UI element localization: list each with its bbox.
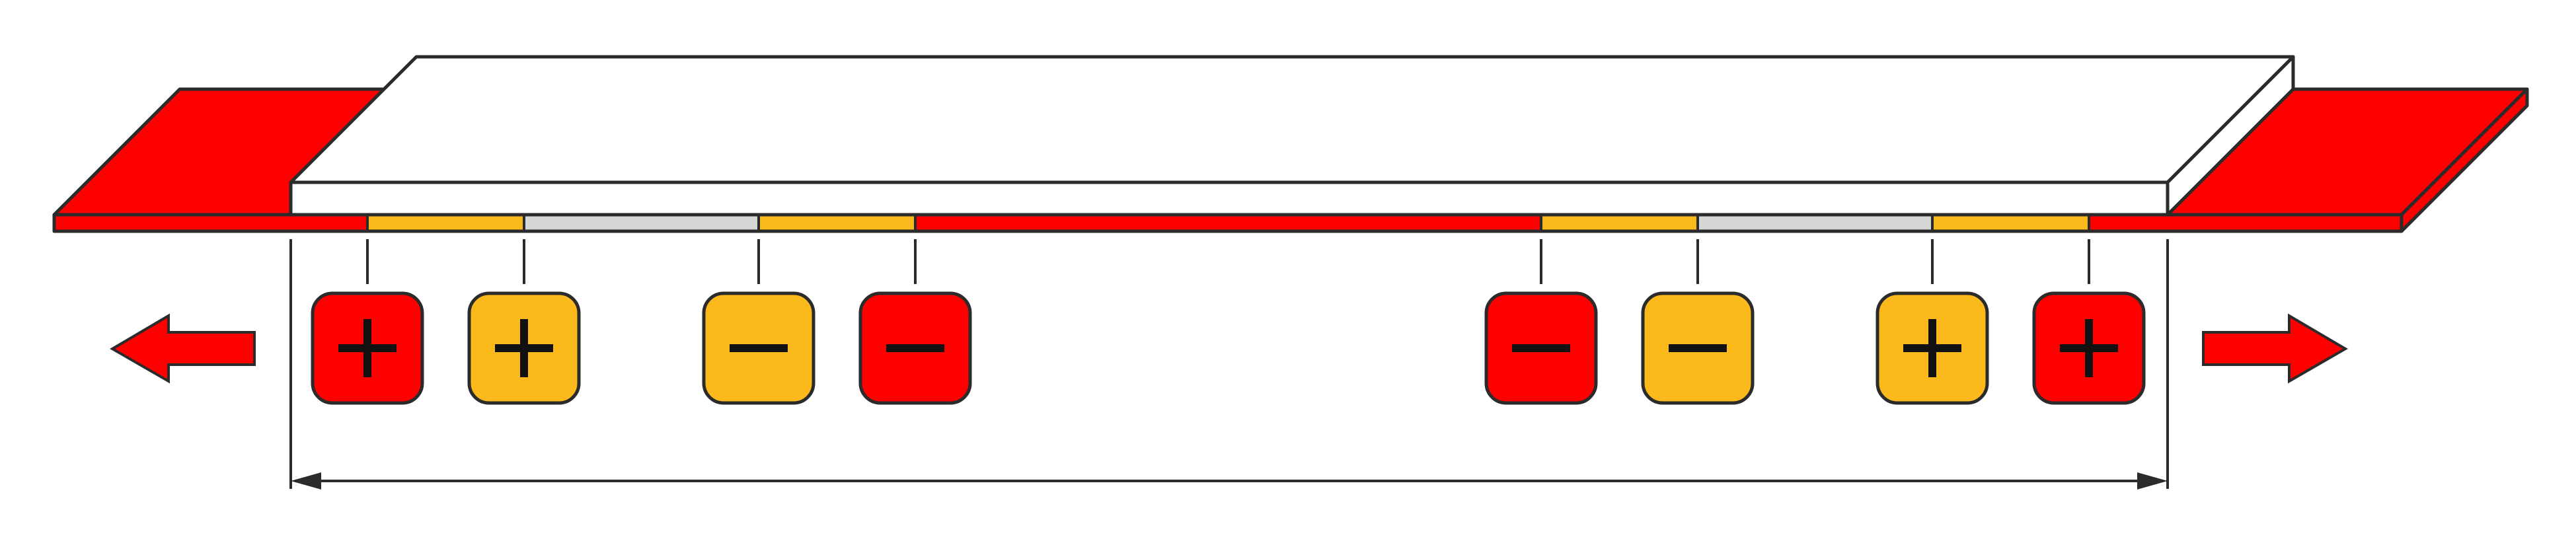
plus-icon-vertical bbox=[2085, 319, 2093, 377]
electrode-pad-plus bbox=[2032, 291, 2146, 405]
electrode-pads bbox=[311, 291, 2146, 405]
lead-lines bbox=[366, 239, 2090, 284]
electrode-pad-minus bbox=[702, 291, 815, 405]
minus-icon bbox=[1669, 344, 1727, 352]
plus-icon-vertical bbox=[520, 319, 528, 377]
strip-segment-red bbox=[53, 213, 369, 233]
dimension-arrowhead-left bbox=[291, 472, 321, 490]
substrate-side-face bbox=[2166, 55, 2295, 217]
electrode-pad-plus bbox=[1875, 291, 1989, 405]
plus-icon-vertical bbox=[1928, 319, 1936, 377]
strip-segment-gray bbox=[1696, 213, 1934, 233]
electrode-pad-plus bbox=[311, 291, 424, 405]
arrow-right-icon bbox=[2202, 313, 2348, 384]
minus-icon bbox=[730, 344, 788, 352]
plus-icon-vertical bbox=[363, 319, 371, 377]
electrode-strip bbox=[52, 213, 2404, 233]
dimension-arrowhead-right bbox=[2137, 472, 2168, 490]
strip-segment-red bbox=[914, 213, 1542, 233]
minus-icon bbox=[886, 344, 944, 352]
strip-segment-gray bbox=[523, 213, 760, 233]
electrode-pad-minus bbox=[1641, 291, 1755, 405]
strip-segment-orange bbox=[757, 213, 917, 233]
strip-segment-orange bbox=[1540, 213, 1699, 233]
electrode-pad-minus bbox=[858, 291, 972, 405]
strip-segment-red bbox=[2088, 213, 2403, 233]
dimension-line bbox=[289, 239, 2169, 490]
substrate-top-face bbox=[289, 55, 2295, 184]
minus-icon bbox=[1512, 344, 1570, 352]
substrate-front-face bbox=[289, 180, 2170, 217]
strip-segment-orange bbox=[1931, 213, 2090, 233]
stretch-arrows bbox=[110, 313, 2348, 384]
electrode-pad-minus bbox=[1484, 291, 1598, 405]
strip-segment-orange bbox=[366, 213, 525, 233]
electrode-pad-plus bbox=[467, 291, 581, 405]
back-layer bbox=[52, 55, 2529, 233]
strip-outline bbox=[52, 213, 2404, 233]
arrow-left-icon bbox=[110, 313, 256, 384]
